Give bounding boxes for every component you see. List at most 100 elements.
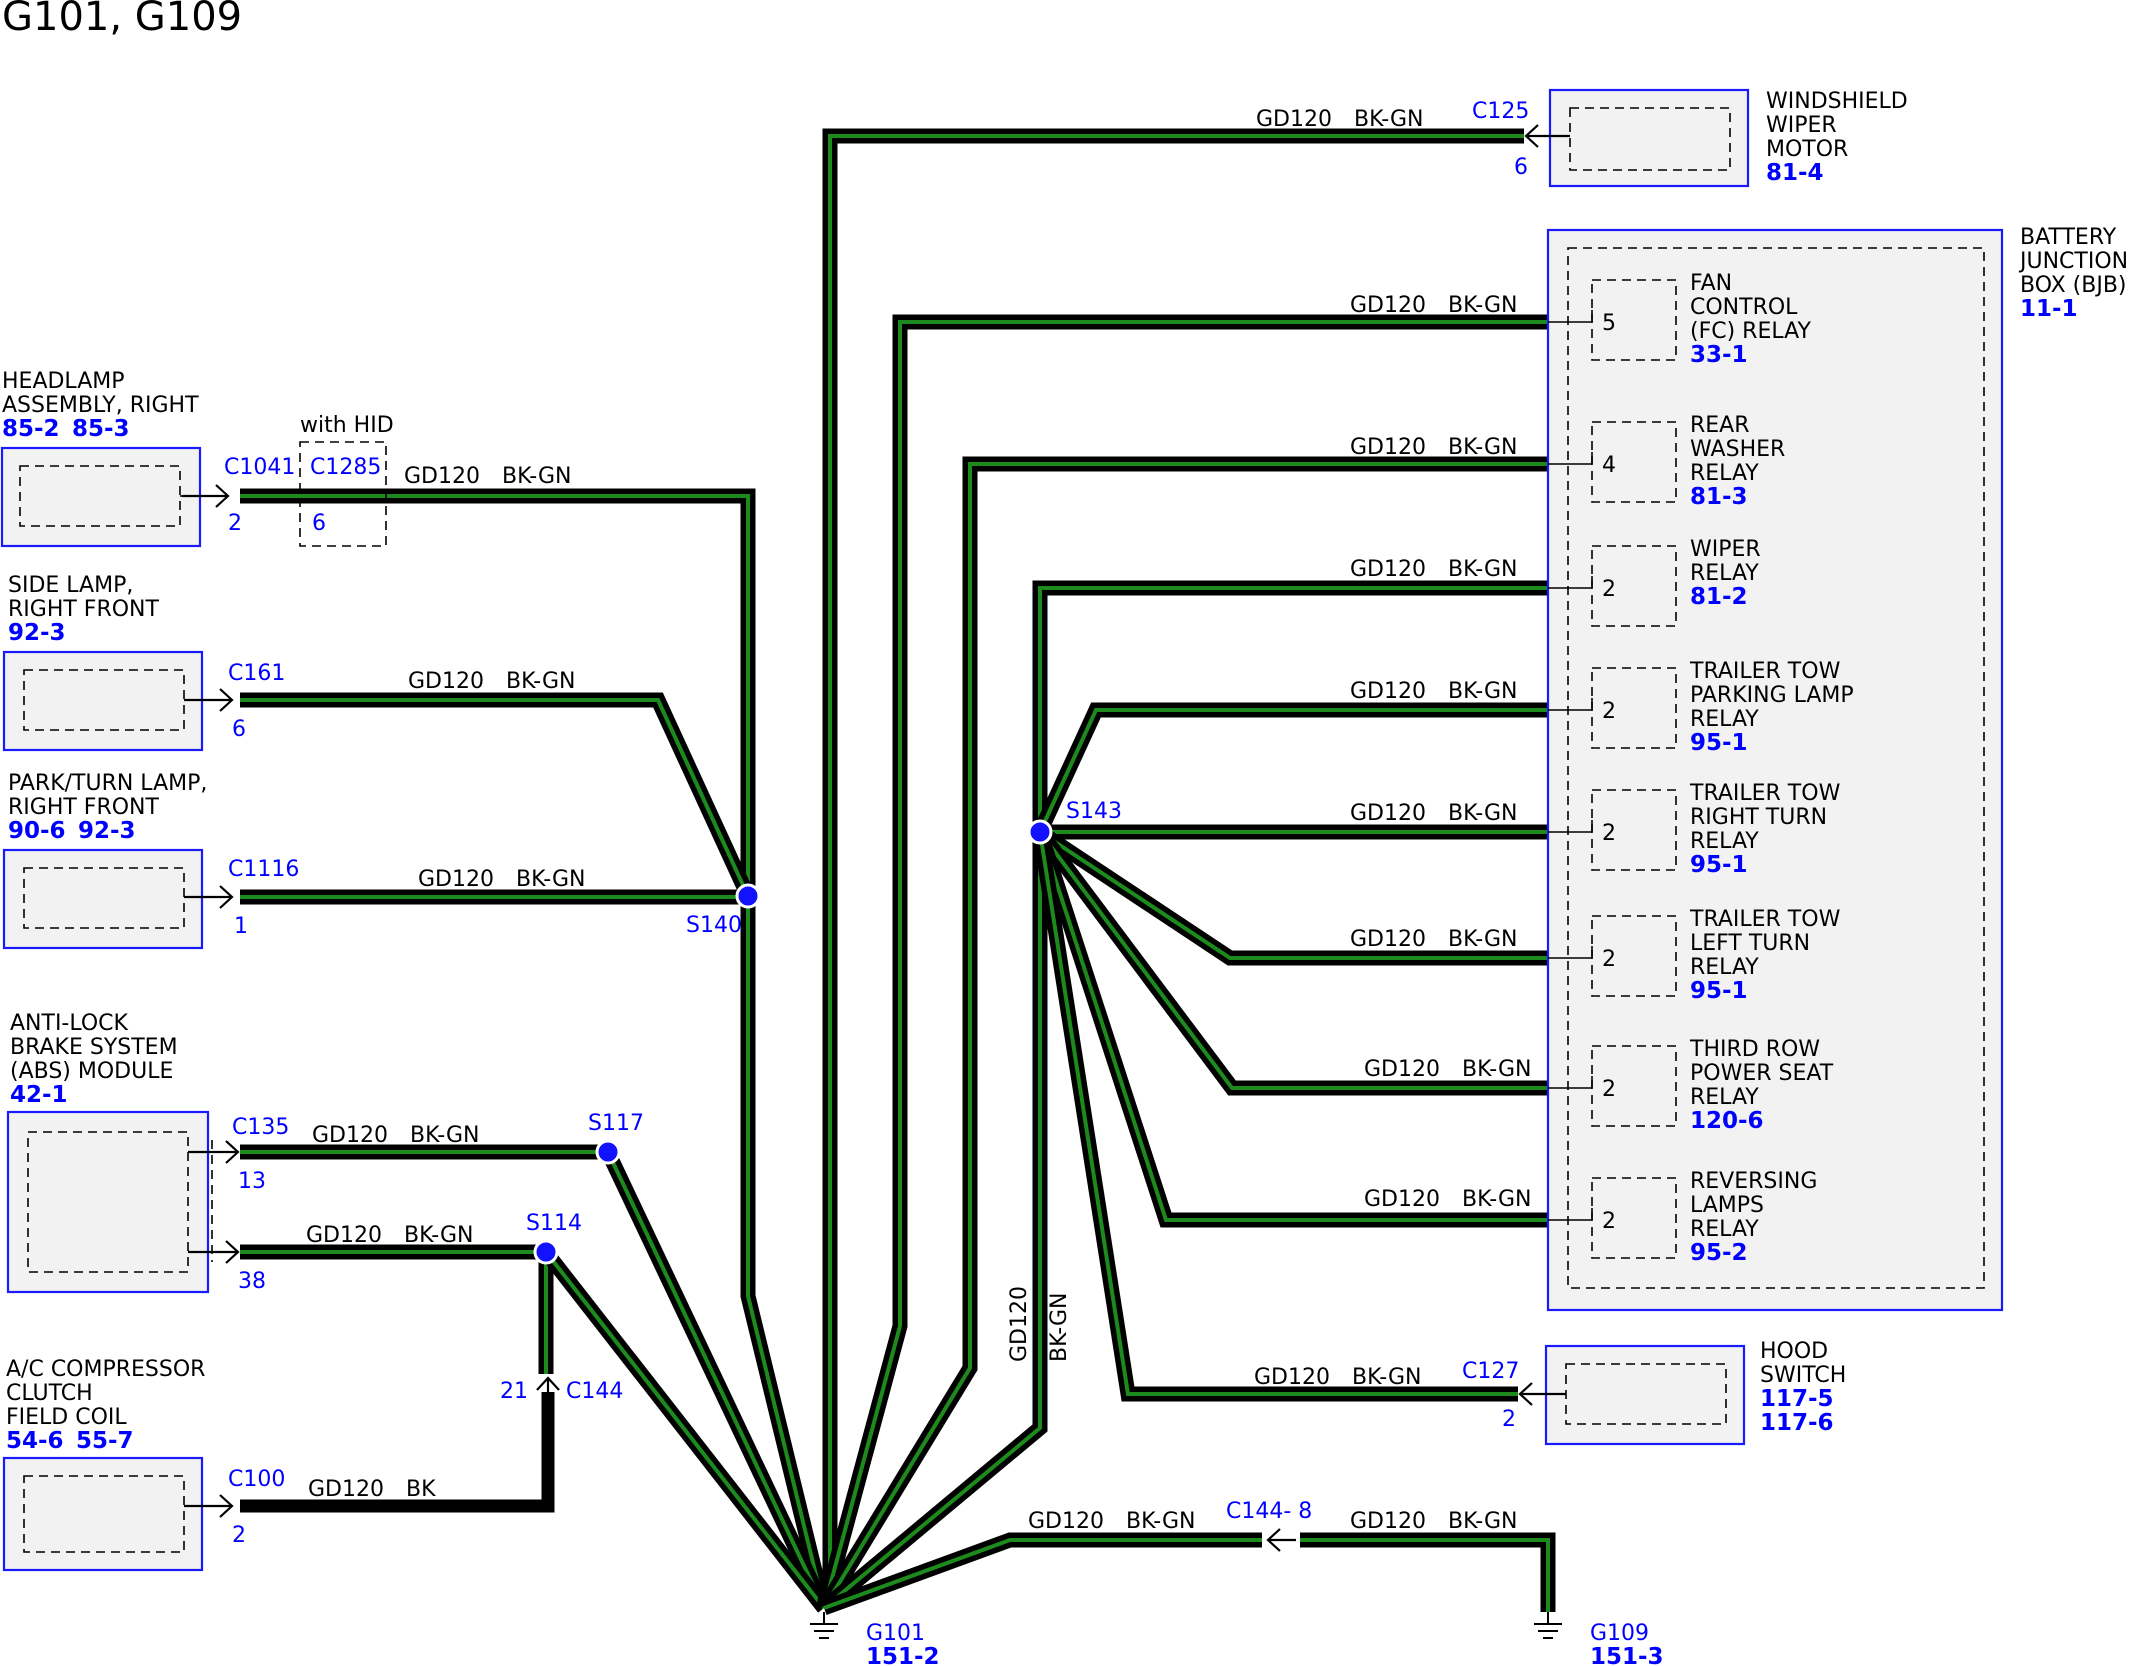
abs-ref-1[interactable]: 42-1 — [10, 1082, 68, 1108]
relay-2-ref[interactable]: 81-2 — [1690, 584, 1748, 610]
park-turn-lamp-right-front[interactable]: PARK/TURN LAMP, RIGHT FRONT 90-6 92-3 — [2, 771, 207, 950]
relay-4-label-1: TRAILER TOW — [1689, 781, 1841, 806]
connector-c1116[interactable]: C1116 1 — [184, 857, 299, 939]
relay-1-ref[interactable]: 81-3 — [1690, 484, 1748, 510]
hood-switch-ref-2[interactable]: 117-6 — [1760, 1410, 1834, 1436]
wire-s140-ground[interactable] — [740, 897, 832, 1610]
hood-switch-ref-1[interactable]: 117-5 — [1760, 1386, 1834, 1412]
wire-side-lamp[interactable] — [240, 692, 755, 900]
ac-ref-1[interactable]: 54-6 — [6, 1428, 64, 1454]
hood-switch-label-1: HOOD — [1760, 1339, 1828, 1364]
relay-0-ref[interactable]: 33-1 — [1690, 342, 1748, 368]
wire-s117-ground[interactable] — [601, 1148, 831, 1612]
connector-c144[interactable]: 21 C144 — [500, 1376, 623, 1404]
wire-fc-relay[interactable] — [816, 314, 1548, 1610]
splice-s143[interactable] — [1027, 819, 1053, 845]
connector-c100[interactable]: C100 2 — [184, 1467, 285, 1548]
wire-headlamp[interactable] — [240, 488, 756, 896]
park-turn-ref-2[interactable]: 92-3 — [78, 818, 136, 844]
wire-s143-wiper-relay[interactable] — [1032, 580, 1548, 832]
relay-5-ref[interactable]: 95-1 — [1690, 978, 1748, 1004]
label-fc-circuit: GD120 — [1350, 293, 1426, 318]
bjb-ref-1[interactable]: 11-1 — [2020, 296, 2078, 322]
bjb-label-1: BATTERY — [2020, 225, 2117, 250]
connector-c135[interactable]: C135 13 38 — [188, 1115, 289, 1294]
ac-compressor-clutch-field-coil[interactable]: A/C COMPRESSOR CLUTCH FIELD COIL 54-6 55… — [2, 1357, 205, 1572]
connector-c144-8[interactable]: C144- 8 — [1226, 1499, 1312, 1552]
side-lamp-right-front[interactable]: SIDE LAMP, RIGHT FRONT 92-3 — [2, 573, 204, 752]
relay-2-label-1: WIPER — [1690, 537, 1761, 562]
headlamp-ref-1[interactable]: 85-2 — [2, 416, 60, 442]
wire-s143-ground[interactable] — [819, 832, 1048, 1614]
relay-4-ref[interactable]: 95-1 — [1690, 852, 1748, 878]
ground-g101-ref[interactable]: 151-2 — [866, 1644, 940, 1666]
splice-s117[interactable] — [595, 1139, 621, 1165]
connector-c125-pin: 6 — [1514, 155, 1528, 180]
wire-trailer-left[interactable] — [1035, 825, 1548, 966]
wire-hood-switch[interactable] — [1032, 830, 1518, 1402]
hood-switch[interactable]: HOOD SWITCH 117-5 117-6 — [1544, 1339, 1846, 1446]
wiper-motor-ref-1[interactable]: 81-4 — [1766, 160, 1824, 186]
wire-third-row[interactable] — [1034, 827, 1548, 1096]
label-park-turn-circuit: GD120 — [418, 867, 494, 892]
splice-s140[interactable] — [735, 883, 761, 909]
label-s143-vertical-color: BK-GN — [1047, 1293, 1072, 1362]
relay-7-pin: 2 — [1602, 1209, 1616, 1234]
wire-trailer-park[interactable] — [1033, 702, 1548, 836]
wire-c100-bk[interactable] — [240, 1416, 555, 1513]
ac-label-1: A/C COMPRESSOR — [6, 1357, 205, 1382]
park-turn-ref-1[interactable]: 90-6 — [8, 818, 66, 844]
relay-0-pin: 5 — [1602, 311, 1616, 336]
connector-c1041-pin: 2 — [228, 511, 242, 536]
connector-c135-pin-b: 38 — [238, 1269, 266, 1294]
label-rear-washer-color: BK-GN — [1448, 435, 1517, 460]
relay-7-ref[interactable]: 95-2 — [1690, 1240, 1748, 1266]
side-lamp-ref-1[interactable]: 92-3 — [8, 620, 66, 646]
connector-c1041-label: C1041 — [224, 455, 295, 480]
headlamp-ref-2[interactable]: 85-3 — [72, 416, 130, 442]
with-hid-label: with HID — [300, 413, 394, 438]
label-ac-color: BK — [406, 1477, 436, 1502]
relay-0-label-3: (FC) RELAY — [1690, 319, 1811, 344]
headlamp-assembly-right[interactable]: HEADLAMP ASSEMBLY, RIGHT 85-2 85-3 — [0, 369, 202, 548]
connector-c1285[interactable]: with HID C1285 6 — [299, 413, 394, 547]
battery-junction-box[interactable]: BATTERY JUNCTION BOX (BJB) 11-1 — [1546, 225, 2128, 1312]
wire-rear-washer[interactable] — [817, 456, 1548, 1612]
relay-6-ref[interactable]: 120-6 — [1690, 1108, 1764, 1134]
wire-s114-ground[interactable] — [540, 1247, 830, 1613]
wire-reversing[interactable] — [1032, 829, 1548, 1228]
splice-s114[interactable] — [533, 1239, 559, 1265]
ground-g109-label: G109 — [1590, 1621, 1649, 1646]
connector-c127[interactable]: C127 2 — [1462, 1359, 1566, 1432]
ground-g109[interactable]: G109 151-3 — [1534, 1612, 1664, 1666]
abs-module[interactable]: ANTI-LOCK BRAKE SYSTEM (ABS) MODULE 42-1 — [6, 1011, 210, 1294]
label-wiper-motor-color: BK-GN — [1354, 107, 1423, 132]
relay-1-label-3: RELAY — [1690, 461, 1759, 486]
ac-ref-2[interactable]: 55-7 — [76, 1428, 134, 1454]
windshield-wiper-motor[interactable]: WINDSHIELD WIPER MOTOR 81-4 — [1548, 88, 1908, 188]
park-turn-label-2: RIGHT FRONT — [8, 795, 160, 820]
ground-g109-ref[interactable]: 151-3 — [1590, 1644, 1664, 1666]
relay-6-label-2: POWER SEAT — [1690, 1061, 1834, 1086]
connector-c161[interactable]: C161 6 — [184, 661, 285, 742]
connector-c127-pin: 2 — [1502, 1407, 1516, 1432]
label-trailer-left-circuit: GD120 — [1350, 927, 1426, 952]
ground-g101[interactable]: G101 151-2 — [810, 1612, 940, 1666]
connector-c1041[interactable]: C1041 2 — [182, 455, 295, 536]
headlamp-label-1: HEADLAMP — [2, 369, 125, 394]
ac-label-2: CLUTCH — [6, 1381, 93, 1406]
relay-3-ref[interactable]: 95-1 — [1690, 730, 1748, 756]
connector-c125[interactable]: C125 6 — [1472, 99, 1570, 180]
wire-c144-8-g109[interactable] — [1300, 1532, 1556, 1612]
wire-g101-c144-8[interactable] — [821, 1532, 1262, 1616]
